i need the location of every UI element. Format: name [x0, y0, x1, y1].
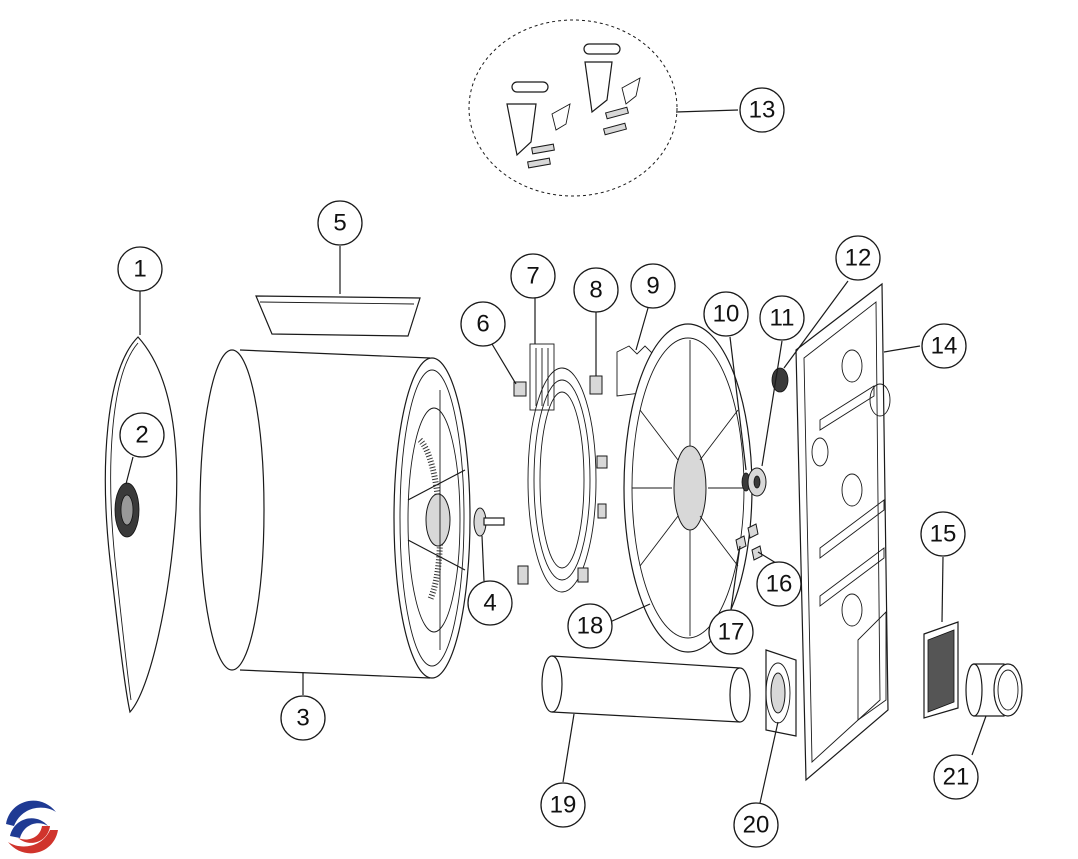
part-4-shaft [473, 507, 505, 537]
callout-1: 1 [117, 246, 163, 292]
callout-7: 7 [510, 253, 556, 299]
callout-15: 15 [920, 511, 966, 557]
callout-15-label: 15 [930, 521, 957, 548]
callout-2-label: 2 [135, 422, 148, 449]
callout-7-label: 7 [526, 263, 539, 290]
callout-3: 3 [280, 695, 326, 741]
callout-8-label: 8 [589, 277, 602, 304]
callout-4: 4 [467, 580, 513, 626]
callout-3-label: 3 [296, 705, 309, 732]
callout-9: 9 [630, 263, 676, 309]
callout-4-label: 4 [483, 590, 496, 617]
callout-9-label: 9 [646, 273, 659, 300]
callout-8: 8 [573, 267, 619, 313]
part-3-drum [199, 349, 471, 679]
callout-12: 12 [835, 235, 881, 281]
callout-14-label: 14 [931, 333, 958, 360]
callout-17-label: 17 [718, 619, 745, 646]
part-1-front-panel [104, 336, 178, 714]
part-11-bearing-housing [747, 467, 767, 497]
callout-10: 10 [703, 291, 749, 337]
callout-16-label: 16 [766, 571, 793, 598]
callout-17: 17 [708, 609, 754, 655]
part-5-baffle [255, 295, 421, 337]
part-18-rear-bulkhead [623, 323, 753, 653]
part-8-thermostat [577, 375, 608, 583]
callout-2: 2 [119, 412, 165, 458]
callout-5: 5 [317, 200, 363, 246]
callout-20-label: 20 [743, 812, 770, 839]
callout-18: 18 [567, 603, 613, 649]
callout-5-label: 5 [333, 210, 346, 237]
callout-12-label: 12 [845, 245, 872, 272]
callout-13: 13 [739, 87, 785, 133]
part-21-exhaust-adapter [965, 663, 1023, 717]
callout-21-label: 21 [943, 764, 970, 791]
callout-1-label: 1 [133, 256, 146, 283]
part-20-duct-flange [765, 649, 797, 737]
callout-19-label: 19 [550, 792, 577, 819]
callout-6-label: 6 [476, 311, 489, 338]
part-17-clip [735, 535, 747, 551]
part-15-grille [923, 621, 959, 719]
callout-10-label: 10 [713, 301, 740, 328]
callout-18-label: 18 [577, 613, 604, 640]
brand-swirl-logo-icon [4, 800, 60, 856]
callout-14: 14 [921, 323, 967, 369]
callout-11-label: 11 [770, 305, 795, 332]
part-2-bearing [114, 482, 140, 538]
callout-19: 19 [540, 782, 586, 828]
part-6-sensor [513, 381, 529, 585]
part-12-fitting [771, 367, 789, 393]
callout-13-label: 13 [749, 97, 776, 124]
callout-21: 21 [933, 754, 979, 800]
part-14-rear-panel [795, 282, 891, 782]
callout-11: 11 [759, 295, 805, 341]
part-16-clips [747, 523, 763, 561]
part-13-mounting-kit [468, 19, 678, 197]
part-19-duct [541, 655, 751, 723]
callout-6: 6 [460, 301, 506, 347]
callout-20: 20 [733, 802, 779, 848]
leader-lines [125, 109, 987, 804]
part-7-heater [527, 343, 597, 593]
callout-16: 16 [756, 561, 802, 607]
